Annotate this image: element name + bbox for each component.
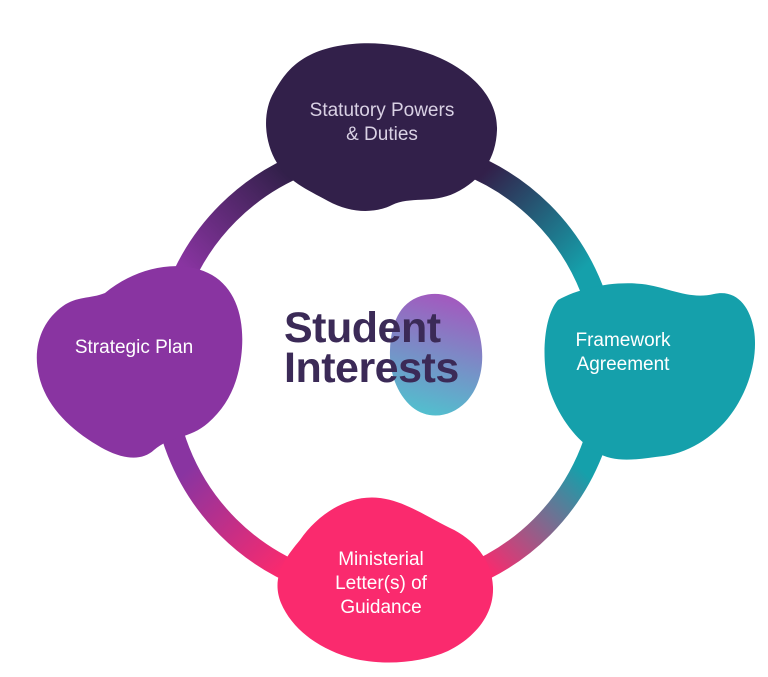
- label-line: Framework: [575, 330, 671, 351]
- strategic-plan-label: Strategic Plan: [34, 336, 234, 360]
- statutory-powers-blob: [266, 43, 498, 211]
- label-line: Statutory Powers: [309, 100, 455, 121]
- label-line: & Duties: [346, 124, 418, 145]
- framework-agreement-label: Framework Agreement: [523, 329, 723, 377]
- ministerial-letters-label: Ministerial Letter(s) of Guidance: [281, 548, 481, 620]
- framework-agreement-blob: [544, 283, 756, 460]
- label-line: Strategic Plan: [74, 337, 194, 358]
- label-line: Letter(s) of: [335, 573, 427, 594]
- label-line: Agreement: [576, 354, 670, 375]
- center-accent-blob: [389, 293, 483, 416]
- label-line: Ministerial: [338, 549, 424, 570]
- strategic-plan-blob: [36, 266, 243, 458]
- diagram-title-line1: Student: [284, 304, 441, 352]
- diagram-title-line2: Interests: [284, 344, 459, 392]
- label-line: Guidance: [340, 597, 422, 618]
- diagram-title: Student Interests: [284, 304, 459, 392]
- statutory-powers-label: Statutory Powers & Duties: [282, 99, 482, 147]
- ministerial-letters-blob: [277, 497, 494, 663]
